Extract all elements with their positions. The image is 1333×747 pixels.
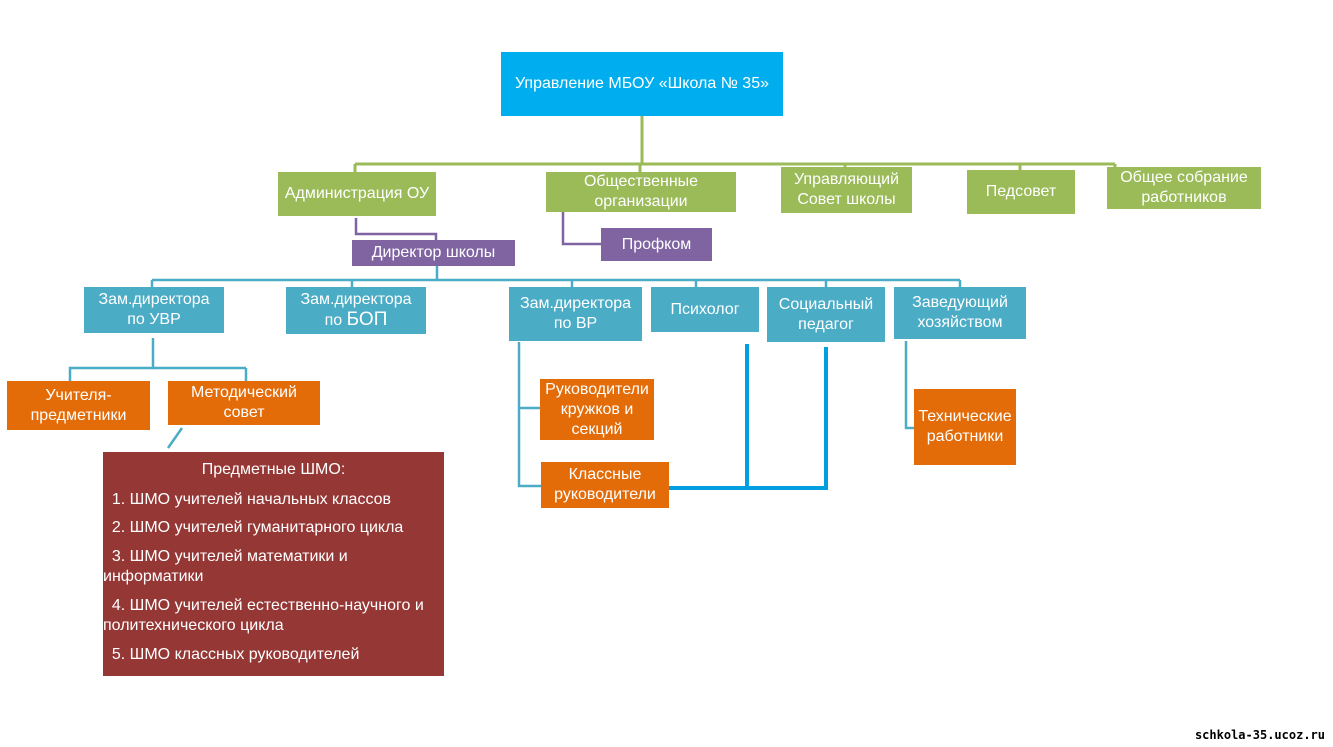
shmo-item: информатики <box>103 568 204 585</box>
shmo-item: политехнического цикла <box>103 617 284 634</box>
deputy-director-uvr-node: Зам.директора по УВР <box>84 287 224 333</box>
subject-teachers-node: Учителя- предметники <box>7 381 150 430</box>
shmo-item: 5. ШМО классных руководителей <box>103 646 360 663</box>
shmo-item: 3. ШМО учителей математики и <box>103 548 348 565</box>
social-pedagogue-node: Социальный педагог <box>767 287 885 342</box>
profkom-node: Профком <box>601 228 712 261</box>
shmo-title: Предметные ШМО: <box>201 461 346 478</box>
methodical-council-node: Методический совет <box>168 381 320 425</box>
shmo-item: 1. ШМО учителей начальных классов <box>103 491 392 508</box>
site-watermark: schkola-35.ucoz.ru <box>1194 728 1325 742</box>
administration-node: Администрация ОУ <box>278 172 436 216</box>
general-meeting-node: Общее собрание работников <box>1107 167 1261 209</box>
subject-shmo-box: Предметные ШМО: 1. ШМО учителей начальны… <box>103 452 444 676</box>
governing-council-node: Управляющий Совет школы <box>781 167 912 213</box>
club-leaders-node: Руководители кружков и секций <box>540 379 654 440</box>
school-management-node: Управление МБОУ «Школа № 35» <box>501 52 783 116</box>
deputy-director-vr-node: Зам.директора по ВР <box>509 287 642 341</box>
deputy-bop-line2: по БОП <box>324 309 388 330</box>
shmo-item: 4. ШМО учителей естественно-научного и <box>103 597 424 614</box>
pedsovet-node: Педсовет <box>967 170 1075 214</box>
shmo-item: 2. ШМО учителей гуманитарного цикла <box>103 519 404 536</box>
housekeeping-head-node: Заведующий хозяйством <box>894 287 1026 339</box>
technical-staff-node: Технические работники <box>914 389 1016 465</box>
deputy-director-bop-node: Зам.директора по БОП <box>286 287 426 334</box>
class-teachers-node: Классные руководители <box>541 462 669 508</box>
public-organizations-node: Общественные организации <box>546 172 736 212</box>
deputy-bop-line1: Зам.директора <box>300 291 412 308</box>
school-director-node: Директор школы <box>352 240 515 266</box>
psychologist-node: Психолог <box>651 287 759 332</box>
